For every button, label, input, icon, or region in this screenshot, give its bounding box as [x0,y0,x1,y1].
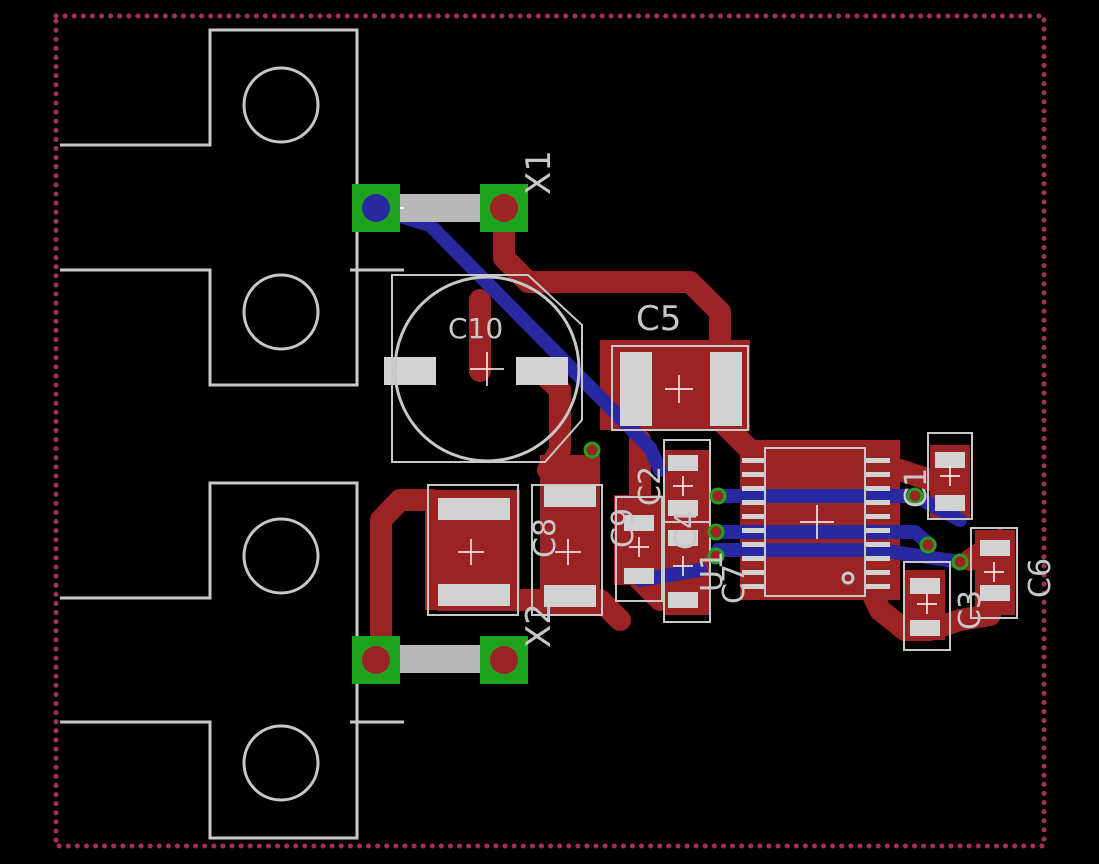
label-x1: X1 [519,150,559,195]
label-c1: C1 [899,468,934,508]
board-outline [53,13,1047,849]
label-u1: U1 [695,551,730,592]
label-c2: C2 [633,466,668,506]
ic-u1-pads [742,458,890,589]
label-c4: C4 [669,510,704,550]
label-c6: C6 [1023,558,1058,598]
vias [583,441,969,571]
label-x2: X2 [519,603,559,648]
through-hole-pads [352,184,528,684]
label-c8: C8 [528,518,563,558]
label-c5: C5 [636,299,681,339]
label-c3: C3 [953,590,988,630]
label-c7: C7 [717,564,752,604]
component-outlines [391,274,1018,651]
label-c9: C9 [606,508,641,548]
label-c10: C10 [448,312,503,345]
